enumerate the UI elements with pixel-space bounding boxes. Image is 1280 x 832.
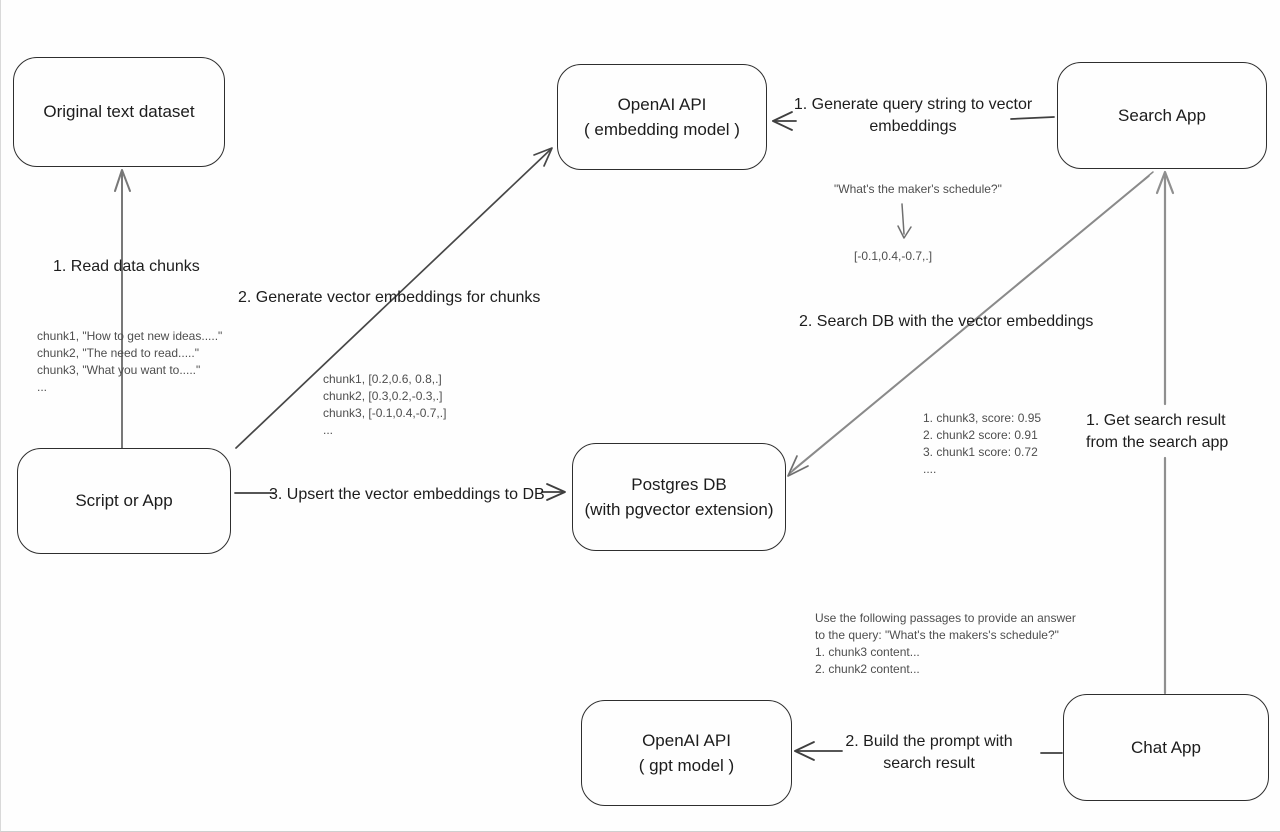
edge-generate-embeddings [235,147,553,449]
label-upsert-embeddings: 3. Upsert the vector embeddings to DB [269,486,545,503]
edge-query-to-vector [897,203,912,239]
node-script-or-app: Script or App [17,448,231,554]
node-openai-gpt-label: OpenAI API ( gpt model ) [638,730,735,776]
label-build-prompt: 2. Build the prompt with search result [845,733,1013,773]
node-postgres-db: Postgres DB (with pgvector extension) [572,443,786,551]
label-generate-embeddings: 2. Generate vector embeddings for chunks [238,289,541,306]
node-chat-app-label: Chat App [1131,737,1201,757]
label-get-search-result: 1. Get search result from the search app [1086,412,1229,452]
node-original-text-dataset-label: Original text dataset [43,102,195,122]
annotation-query-string: "What's the maker's schedule?" [834,182,1002,196]
node-postgres-db-label: Postgres DB (with pgvector extension) [584,474,774,520]
label-generate-query-vector: 1. Generate query string to vector embed… [793,96,1033,136]
node-chat-app: Chat App [1063,694,1269,801]
annotation-prompt-text: Use the following passages to provide an… [815,611,1076,677]
annotation-chunk-vectors: chunk1, [0.2,0.6, 0.8,.] chunk2, [0.3,0.… [323,372,447,438]
label-search-db: 2. Search DB with the vector embeddings [799,313,1094,330]
annotation-chunks-text: chunk1, "How to get new ideas....." chun… [37,329,223,395]
edge-upsert-embeddings [234,483,566,501]
node-search-app: Search App [1057,62,1267,169]
node-search-app-label: Search App [1118,105,1206,125]
node-openai-embedding: OpenAI API ( embedding model ) [557,64,767,170]
annotation-query-vector: [-0.1,0.4,-0.7,.] [854,249,933,263]
node-openai-gpt: OpenAI API ( gpt model ) [581,700,792,806]
edge-generate-query-vector [772,111,1055,131]
node-original-text-dataset: Original text dataset [13,57,225,167]
node-script-or-app-label: Script or App [75,491,173,511]
edge-search-db [787,171,1154,477]
edge-read-data-chunks [114,169,131,450]
edge-build-prompt [794,741,1063,761]
node-openai-embedding-label: OpenAI API ( embedding model ) [584,94,740,140]
edge-get-search-result [1155,170,1175,695]
annotation-search-scores: 1. chunk3, score: 0.95 2. chunk2 score: … [923,411,1042,477]
label-read-data-chunks: 1. Read data chunks [53,258,200,275]
